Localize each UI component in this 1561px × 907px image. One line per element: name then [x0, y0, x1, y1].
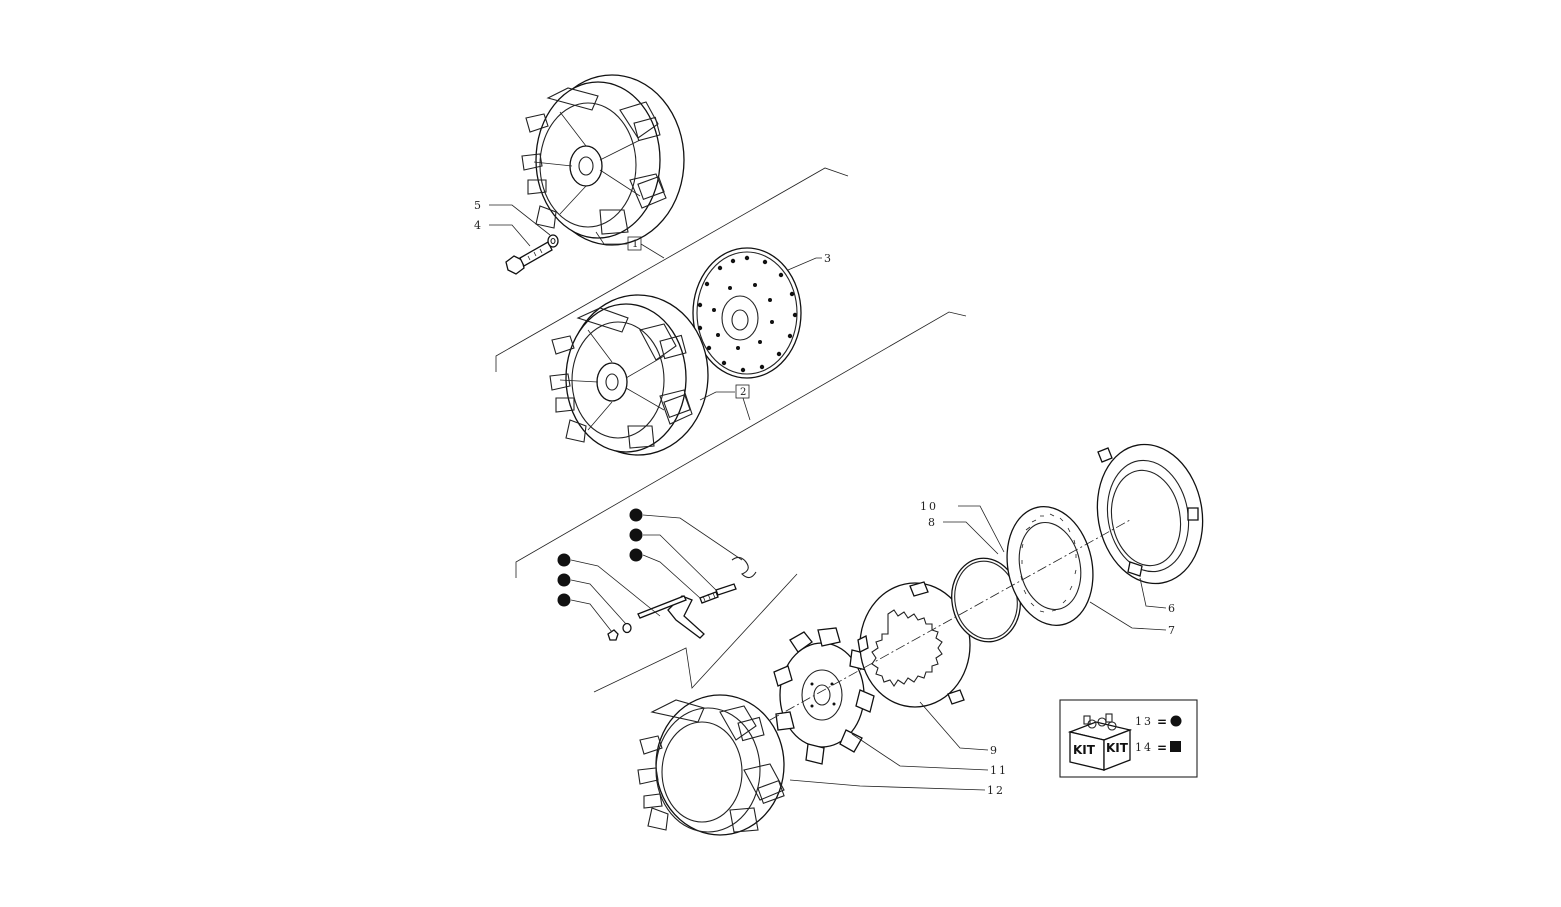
callout-12: 12: [987, 784, 1005, 797]
callout-11: 11: [990, 764, 1008, 777]
release-lever-set: [607, 556, 757, 641]
group-bracket-1: [495, 167, 849, 372]
leader-10: [958, 505, 1005, 553]
leader-12: [789, 779, 986, 791]
leader-1: [595, 231, 627, 245]
callout-10: 10: [920, 500, 938, 513]
washer-part: [547, 234, 559, 248]
kit13-marker-circle: [557, 593, 571, 607]
kit-item-14-equals: =: [1157, 741, 1167, 755]
kit-item-14-square-symbol: [1170, 741, 1181, 752]
leader-8: [943, 521, 999, 555]
kit-legend: KIT KIT 13 = 14 =: [1059, 699, 1198, 778]
kit-label-right: KIT: [1106, 741, 1129, 755]
kit13-marker-circle: [629, 508, 643, 522]
driven-plate-11: [773, 627, 875, 765]
callout-8: 8: [928, 516, 937, 529]
assembly-axis: [769, 519, 1131, 721]
leader-11: [851, 733, 989, 771]
friction-plate-7: [1006, 506, 1094, 626]
clutch-disc-3: [692, 247, 802, 379]
group-bracket-2: [515, 311, 967, 578]
leader-7: [1089, 601, 1167, 631]
kit-item-13-equals: =: [1157, 715, 1167, 729]
leader-2: [699, 391, 735, 401]
kit-box-icon: KIT KIT: [1067, 713, 1133, 771]
kit13-marker-circle: [629, 548, 643, 562]
callout-4: 4: [474, 219, 483, 232]
callout-5: 5: [474, 199, 483, 212]
kit13-markers: [557, 508, 643, 607]
intermediate-plate-9: [857, 581, 971, 708]
kit13-marker-circle: [557, 553, 571, 567]
callout-1: 1: [632, 239, 638, 250]
kit-label-left: KIT: [1073, 743, 1096, 757]
leader-5: [489, 204, 551, 236]
bolt-part: [505, 241, 553, 275]
callout-9: 9: [990, 744, 999, 757]
kit-item-13-circle-symbol: [1170, 715, 1182, 727]
callout-box-2: [735, 384, 750, 399]
callout-6: 6: [1168, 602, 1177, 615]
clutch-housing-12: [637, 694, 785, 836]
clutch-assembly-middle: [549, 294, 709, 456]
kit-legend-frame: [1059, 699, 1198, 778]
callout-box-1: [627, 236, 642, 251]
kit-item-14-number: 14: [1135, 741, 1153, 754]
callout-7: 7: [1168, 624, 1177, 637]
group-bracket-3: [593, 573, 798, 693]
leader-4: [489, 224, 531, 247]
kit13-marker-circle: [557, 573, 571, 587]
callout-2: 2: [740, 387, 746, 398]
kit13-marker-circle: [629, 528, 643, 542]
callout-3: 3: [824, 252, 833, 265]
clutch-assembly-top: [521, 74, 685, 246]
leader-6: [1139, 577, 1167, 609]
cover-plate-6: [1096, 443, 1204, 585]
leader-3: [787, 257, 822, 271]
kit-item-13-number: 13: [1135, 715, 1153, 728]
leader-9: [919, 701, 989, 751]
